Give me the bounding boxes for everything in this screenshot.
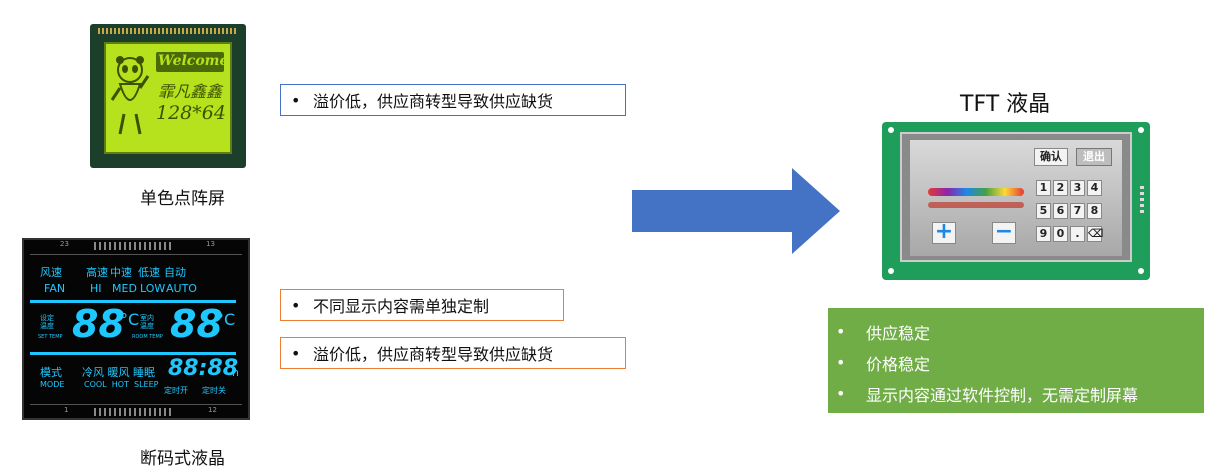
tft-screen: 确认 退出 + − 1 2 3 4 5 6 7 8 9 0 . ⌫: [910, 140, 1122, 256]
key-dot[interactable]: .: [1070, 226, 1085, 242]
key-4[interactable]: 4: [1087, 180, 1102, 196]
benefit-item: • 价格稳定: [828, 347, 1204, 378]
note-middle: • 不同显示内容需单独定制: [280, 289, 564, 321]
benefit-item: • 显示内容通过软件控制，无需定制屏幕: [828, 378, 1204, 409]
fan-label-en: FAN: [44, 282, 66, 295]
mono-lcd-screen: Welcome 霏凡鑫鑫 128*64: [104, 42, 232, 154]
bullet: •: [291, 90, 301, 110]
red-slider[interactable]: [928, 202, 1024, 208]
tft-title: TFT 液晶: [960, 92, 1051, 117]
mode-label-en: MODE: [40, 380, 65, 389]
exit-button[interactable]: 退出: [1076, 148, 1112, 166]
fan-label-cn: 风速: [40, 266, 62, 279]
key-8[interactable]: 8: [1087, 203, 1102, 219]
minus-button[interactable]: −: [992, 221, 1016, 244]
right-arrow-icon: [632, 168, 840, 254]
benefit-item: • 供应稳定: [828, 316, 1204, 347]
bullet: •: [291, 343, 301, 363]
key-backspace[interactable]: ⌫: [1087, 226, 1104, 242]
benefit-text: 显示内容通过软件控制，无需定制屏幕: [866, 385, 1139, 405]
note-top: • 溢价低，供应商转型导致供应缺货: [280, 84, 626, 116]
confirm-button[interactable]: 确认: [1034, 148, 1068, 166]
key-5[interactable]: 5: [1036, 203, 1051, 219]
benefits-box: • 供应稳定 • 价格稳定 • 显示内容通过软件控制，无需定制屏幕: [828, 308, 1204, 413]
note-top-text: 溢价低，供应商转型导致供应缺货: [313, 92, 554, 111]
note-bottom-text: 溢价低，供应商转型导致供应缺货: [313, 345, 554, 364]
segment-lcd-panel: 23 13 风速 FAN 高速 中速 低速 自动 HI MED LOW AUTO…: [22, 238, 250, 420]
benefit-text: 供应稳定: [866, 323, 931, 343]
segment-lcd-caption: 断码式液晶: [140, 449, 225, 469]
panda-illustration: [110, 56, 150, 135]
note-bottom: • 溢价低，供应商转型导致供应缺货: [280, 337, 626, 369]
mono-lcd-line1: Welcome: [158, 53, 229, 69]
color-slider[interactable]: [928, 188, 1024, 196]
timer-digits: 88:88: [168, 356, 239, 381]
key-3[interactable]: 3: [1070, 180, 1085, 196]
key-2[interactable]: 2: [1053, 180, 1068, 196]
plus-button[interactable]: +: [932, 221, 956, 244]
bullet: •: [291, 295, 301, 315]
benefit-text: 价格稳定: [866, 354, 931, 374]
key-7[interactable]: 7: [1070, 203, 1085, 219]
tft-connector: [1140, 186, 1144, 216]
key-1[interactable]: 1: [1036, 180, 1051, 196]
key-0[interactable]: 0: [1053, 226, 1068, 242]
mono-lcd-line3: 128*64: [156, 102, 226, 124]
set-temp-digits: 88: [72, 302, 125, 346]
room-temp-digits: 88: [170, 302, 223, 346]
key-6[interactable]: 6: [1053, 203, 1068, 219]
mono-lcd-pins: [98, 28, 238, 34]
note-middle-text: 不同显示内容需单独定制: [313, 297, 490, 316]
key-9[interactable]: 9: [1036, 226, 1051, 242]
mono-lcd-caption: 单色点阵屏: [140, 189, 225, 209]
mode-label-cn: 模式: [40, 366, 62, 379]
mono-lcd-line2: 霏凡鑫鑫: [158, 82, 223, 101]
